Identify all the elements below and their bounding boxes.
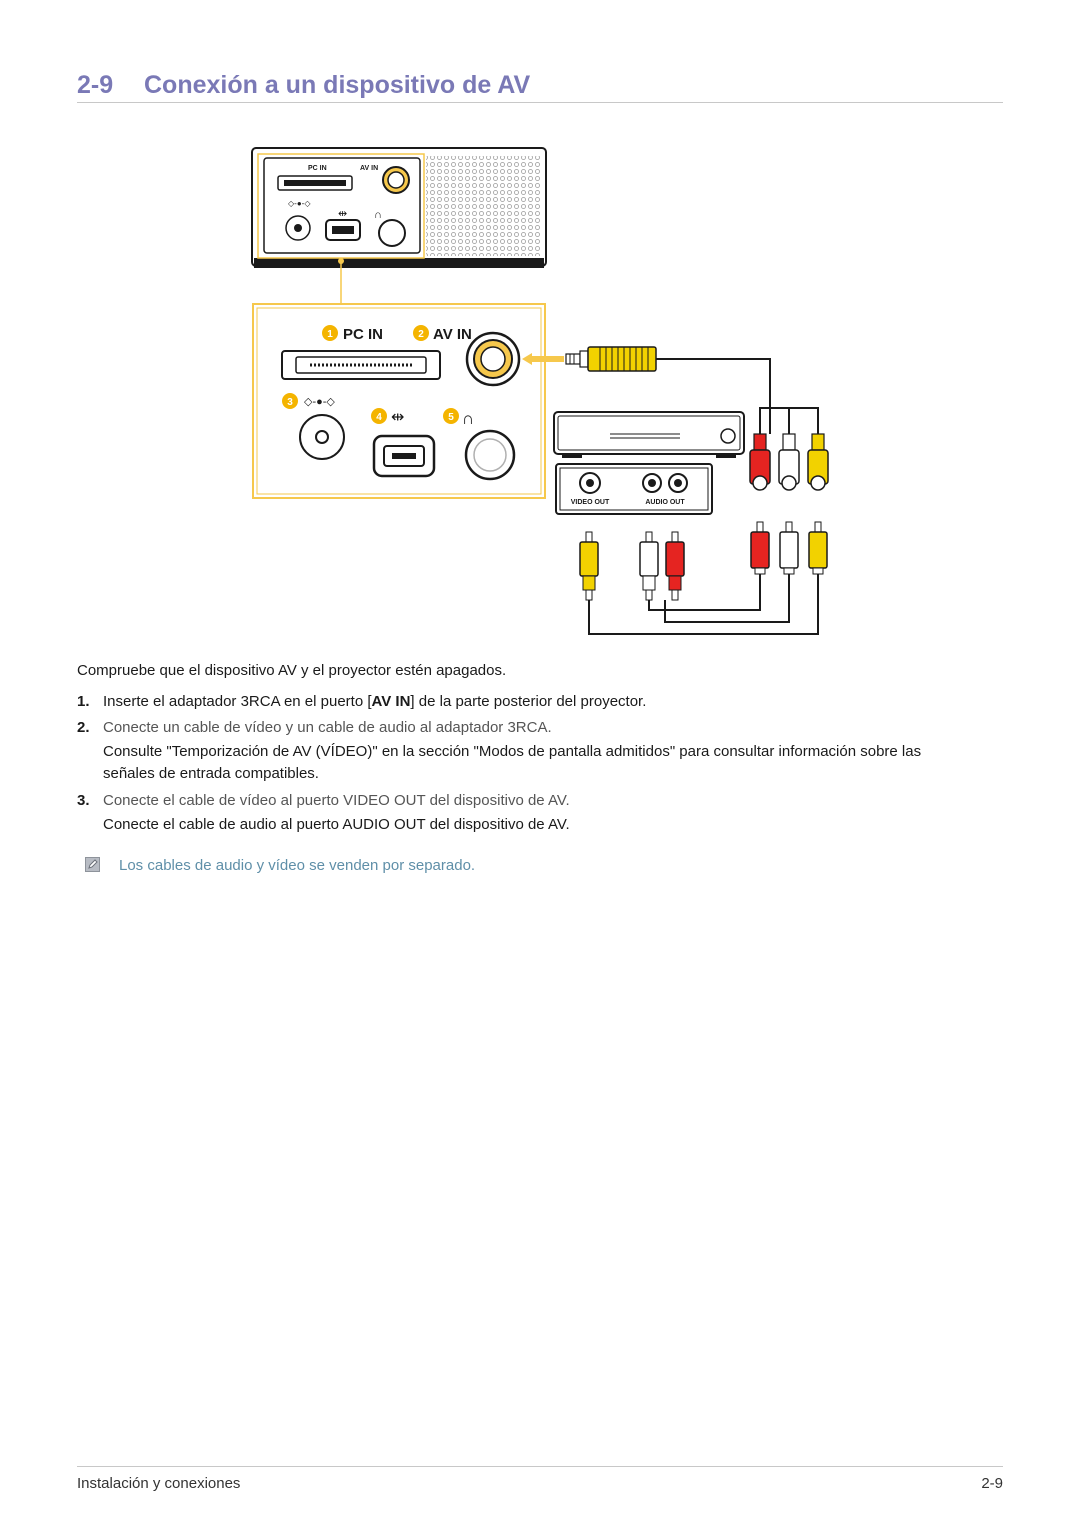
pc-in-port <box>281 350 441 380</box>
adapter-rca-plugs <box>750 521 828 575</box>
footer-page-number: 2-9 <box>981 1475 1003 1492</box>
usb-icon: ⇹ <box>391 409 404 426</box>
step-3-line-2: Conecte el cable de audio al puerto AUDI… <box>103 816 570 833</box>
step-3-number: 3. <box>77 792 90 809</box>
callout-4-number: 4 <box>376 412 382 423</box>
step-2-line-2: Consulte "Temporización de AV (VÍDEO)" e… <box>103 743 922 760</box>
step-2-line-3: señales de entrada compatibles. <box>103 765 319 782</box>
step-1-text-after: ] de la parte posterior del proyector. <box>410 693 647 710</box>
section-number: 2-9 <box>77 71 114 99</box>
step-1-port-name: AV IN <box>371 693 411 710</box>
projector-rear-panel: PC IN AV IN ◇-●-◇ ⇹ ∩ <box>251 147 547 268</box>
small-pc-in-label: PC IN <box>308 165 327 172</box>
callout-2-label: AV IN <box>433 326 472 343</box>
step-1-text: Inserte el adaptador 3RCA en el puerto [… <box>103 691 646 713</box>
section-heading: 2-9 Conexión a un dispositivo de AV <box>77 68 1003 103</box>
small-headphone-port <box>378 219 406 247</box>
step-2-line-1: Conecte un cable de vídeo y un cable de … <box>103 719 552 736</box>
callout-1-label: PC IN <box>343 326 383 343</box>
video-out-label: VIDEO OUT <box>571 499 610 506</box>
step-3-line-1: Conecte el cable de vídeo al puerto VIDE… <box>103 792 570 809</box>
step-1-text-before: Inserte el adaptador 3RCA en el puerto [ <box>103 693 372 710</box>
dc-power-icon: ◇-●-◇ <box>304 396 335 408</box>
small-usb-icon: ⇹ <box>338 208 347 220</box>
note-icon <box>85 857 100 872</box>
device-rca-plugs <box>579 531 685 601</box>
small-dc-icon: ◇-●-◇ <box>288 199 311 208</box>
av-device: VIDEO OUT AUDIO OUT <box>553 411 745 515</box>
footer-divider <box>77 1466 1003 1467</box>
small-av-in-label: AV IN <box>360 165 378 172</box>
adapter-rca-sockets <box>749 433 829 491</box>
connection-diagram: PC IN AV IN ◇-●-◇ ⇹ ∩ 1 PC IN 2 AV IN 3 <box>251 147 829 635</box>
callout-5-number: 5 <box>448 412 454 423</box>
intro-text: Compruebe que el dispositivo AV y el pro… <box>77 662 507 679</box>
av-adapter-plug <box>522 346 657 372</box>
note-text: Los cables de audio y vídeo se venden po… <box>119 857 476 874</box>
footer-section: Instalación y conexiones <box>77 1475 241 1492</box>
step-1-number: 1. <box>77 693 90 710</box>
small-pc-in-port <box>277 175 353 191</box>
callout-1-number: 1 <box>327 329 333 340</box>
callout-2-number: 2 <box>418 329 424 340</box>
small-headphone-icon: ∩ <box>374 209 382 221</box>
cable-wires <box>588 358 819 635</box>
step-2-number: 2. <box>77 719 90 736</box>
callout-3-number: 3 <box>287 397 293 408</box>
speaker-grille <box>426 156 542 256</box>
zoomed-port-panel: 1 PC IN 2 AV IN 3 ◇-●-◇ 4 ⇹ 5 ∩ <box>252 303 546 499</box>
section-title: Conexión a un dispositivo de AV <box>144 71 531 99</box>
audio-out-label: AUDIO OUT <box>645 499 685 506</box>
headphone-icon: ∩ <box>462 409 474 428</box>
